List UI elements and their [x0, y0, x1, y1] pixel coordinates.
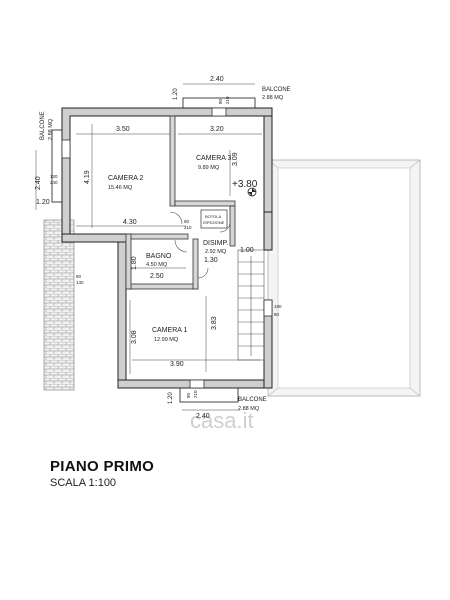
balcony-bottom-name: BALCONE [238, 397, 267, 403]
dim-bagno-width: 2.50 [150, 273, 164, 280]
dim-camera2-width: 3.50 [116, 126, 130, 133]
windows [61, 107, 273, 389]
dim-disimp-width: 1.30 [204, 257, 218, 264]
room-area-camera1: 12.99 MQ [154, 337, 179, 343]
dim-side-window-w: 180 [274, 304, 282, 309]
dim-left-window-h: 240 [50, 180, 58, 185]
plan-scale: SCALA 1:100 [50, 477, 117, 489]
hatch-label-1: BOTOLA [205, 214, 221, 219]
dim-left-window-w: 120 [50, 174, 58, 179]
balcony-left-area: 2.88 MQ [48, 118, 54, 140]
dim-door-w: 80 [184, 219, 190, 224]
watermark: casa.it [190, 408, 254, 433]
room-area-camera3: 9.89 MQ [198, 165, 220, 171]
dimension-lines [35, 83, 262, 411]
title-block: PIANO PRIMO SCALA 1:100 [50, 458, 154, 489]
balcony-top-area: 2.88 MQ [262, 95, 284, 101]
dim-left-roof-w: 80 [76, 274, 82, 279]
room-name-disimp: DISIMP. [203, 240, 228, 247]
balcony-left-name: BALCONE [40, 111, 46, 140]
dim-camera1-width: 3.90 [170, 361, 184, 368]
balcony-bottom-area: 2.88 MQ [238, 406, 260, 412]
dim-left-height: 2.40 [35, 176, 42, 190]
inspection-hatch [200, 209, 228, 229]
room-name-camera1: CAMERA 1 [152, 327, 188, 334]
plan-title: PIANO PRIMO [50, 458, 155, 475]
dim-top-depth: 1.20 [173, 88, 179, 100]
dim-left-roof-h: 140 [76, 280, 84, 285]
room-name-camera3: CAMERA 3 [196, 155, 232, 162]
dim-bagno-height: 1.80 [131, 256, 138, 270]
dim-door-h: 210 [184, 225, 192, 230]
dim-top-width: 2.40 [210, 76, 224, 83]
door-swings [169, 211, 231, 279]
elevation-marker-icon [247, 187, 257, 197]
dim-camera2-bottom: 4.30 [123, 219, 137, 226]
elevation-label: +3.80 [232, 179, 258, 190]
dim-left-depth: 1.20 [36, 199, 50, 206]
room-name-camera2: CAMERA 2 [108, 175, 144, 182]
dim-side-window-h: 80 [274, 312, 280, 317]
dim-camera3-height: 3.09 [232, 152, 239, 166]
dim-top-window-h: 210 [225, 96, 230, 104]
balcony-top-name: BALCONE [262, 87, 291, 93]
dim-disimp-side: 1.00 [240, 247, 254, 254]
room-area-camera2: 15.46 MQ [108, 185, 133, 191]
dim-camera1-right: 3.83 [211, 316, 218, 330]
terrace [267, 159, 421, 397]
roof-tiles [43, 219, 75, 391]
dim-bottom-window-h: 210 [193, 390, 198, 398]
dim-camera3-width: 3.20 [210, 126, 224, 133]
dim-bottom-window-w: 80 [186, 392, 191, 398]
interior-walls [125, 115, 236, 290]
dim-bottom-width: 2.40 [196, 413, 210, 420]
dim-bottom-depth: 1.20 [168, 392, 174, 404]
dim-camera1-height: 3.08 [131, 330, 138, 344]
staircase [237, 249, 265, 361]
hatch-label-2: ISPEZIONE [203, 220, 225, 225]
room-area-disimp: 2.92 MQ [205, 249, 227, 255]
room-name-bagno: BAGNO [146, 253, 172, 260]
dim-top-window-w: 80 [218, 98, 223, 104]
dim-camera2-height: 4.19 [84, 170, 91, 184]
room-area-bagno: 4.50 MQ [146, 262, 168, 268]
